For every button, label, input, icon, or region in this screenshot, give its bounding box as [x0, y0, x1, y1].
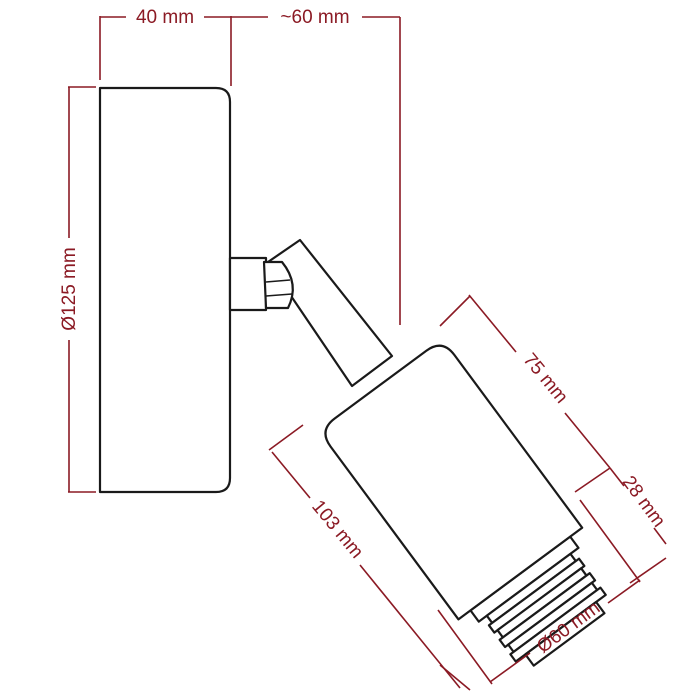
hinge-knuckle: [262, 260, 294, 310]
dimension-line: [607, 579, 641, 604]
dimension-line: [564, 412, 611, 469]
dim-base-depth: 40 mm: [136, 7, 194, 28]
dim-total-length: 103 mm: [307, 496, 367, 562]
dimension-line: [468, 294, 517, 353]
extension-line: [629, 557, 667, 584]
mounting-arm: [266, 238, 394, 388]
extension-line: [439, 295, 471, 327]
extension-line: [579, 499, 641, 583]
pivot-block: [228, 256, 268, 312]
head-body: [324, 344, 584, 621]
dim-base-diameter: Ø125 mm: [59, 247, 80, 330]
extension-line: [574, 467, 611, 493]
extension-line: [437, 609, 493, 685]
spotlight-outline: [98, 86, 607, 667]
thread-end: [524, 600, 606, 667]
dimension-line: [609, 467, 625, 487]
dim-head-length: 75 mm: [519, 349, 572, 407]
lamp-head: [324, 344, 607, 667]
wall-base-plate: [98, 86, 232, 494]
dimension-lines: [68, 16, 667, 691]
dimension-line: [489, 652, 531, 683]
dim-projection: ~60 mm: [280, 7, 349, 28]
hinge-line: [265, 279, 291, 283]
dimension-line: [271, 451, 311, 499]
dim-thread-length: 28 mm: [618, 472, 669, 531]
dimension-line: [359, 564, 461, 689]
dimension-line: [653, 527, 667, 545]
extension-line: [268, 424, 304, 451]
hinge-line: [265, 293, 293, 297]
